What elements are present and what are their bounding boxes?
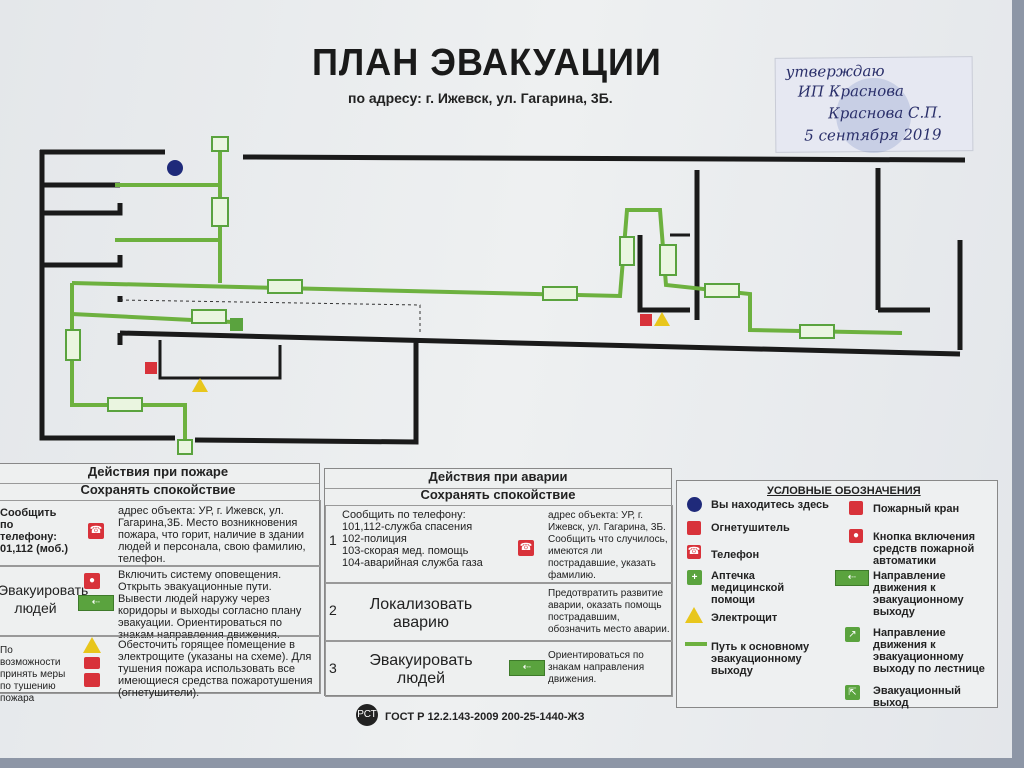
legend-label: Направление движения к эвакуационному вы… (873, 627, 985, 675)
alarm-button-icon: ● (84, 573, 100, 589)
evacuation-path-icon (685, 642, 707, 646)
phone-icon: ☎ (687, 545, 701, 559)
fire-row: Эвакуировать людей ● ⇠ Включить систему … (0, 566, 321, 641)
extinguisher-icon (687, 521, 701, 535)
row-number: 1 (329, 532, 337, 548)
exit-direction-icon (799, 324, 835, 339)
exit-direction-icon (542, 286, 578, 301)
emergency-exit-icon: ⇱ (845, 685, 860, 700)
legend-label: Кнопка включения средств пожарной автома… (873, 531, 976, 567)
row-number: 3 (329, 660, 337, 676)
fire-hydrant-icon (84, 673, 100, 687)
exit-direction-icon (211, 197, 229, 227)
legend-label: Эвакуационный выход (873, 685, 961, 709)
legend-label: Путь к основному эвакуационному выходу (711, 641, 810, 677)
legend-label: Телефон (711, 549, 760, 561)
fire-subheader: Сохранять спокойствие (0, 483, 319, 496)
stairs-exit-icon: ↗ (845, 627, 860, 642)
accident-actions-table: Действия при аварии Сохранять спокойстви… (324, 468, 673, 697)
emergency-exit-icon (211, 136, 229, 152)
exit-direction-icon (704, 283, 740, 298)
plan-title: ПЛАН ЭВАКУАЦИИ (312, 42, 662, 84)
electrical-panel-icon (192, 378, 208, 392)
accident-action: Сообщить по телефону: 101,112-служба спа… (342, 509, 483, 569)
electrical-panel-icon (685, 607, 703, 623)
fire-instruction: Включить систему оповещения. Открыть эва… (118, 569, 302, 641)
accident-subheader: Сохранять спокойствие (325, 488, 671, 501)
accident-row: 1 Сообщить по телефону: 101,112-служба с… (325, 505, 673, 583)
legend-label: Огнетушитель (711, 522, 790, 534)
emergency-exit-icon (177, 439, 193, 455)
exit-direction-icon: ⇠ (509, 660, 545, 676)
exit-direction-icon (107, 397, 143, 412)
accident-action: Эвакуировать людей (369, 652, 473, 687)
electrical-panel-icon (83, 637, 101, 653)
legend-label: Вы находитесь здесь (711, 499, 829, 511)
accident-instruction: Предотвратить развитие аварии, оказать п… (548, 588, 670, 635)
phone-icon: ☎ (518, 540, 534, 556)
exit-direction-icon (267, 279, 303, 294)
fire-action: По возможности принять меры по тушению п… (0, 645, 66, 704)
floor-plan (39, 136, 966, 455)
gost-standard: ГОСТ Р 12.2.143-2009 200-25-1440-ЖЗ (385, 711, 585, 723)
legend: УСЛОВНЫЕ ОБОЗНАЧЕНИЯ Вы находитесь здесь… (676, 480, 998, 709)
fire-row: Сообщить по телефону: 01,112 (моб.) ☎ ад… (0, 500, 321, 566)
legend-title: УСЛОВНЫЕ ОБОЗНАЧЕНИЯ (767, 485, 921, 497)
accident-instruction: Ориентироваться по знакам направления дв… (548, 650, 645, 685)
exit-direction-icon (619, 236, 635, 266)
plan-address: по адресу: г. Ижевск, ул. Гагарина, 3Б. (348, 90, 613, 106)
row-number: 2 (329, 602, 337, 618)
fire-hydrant-icon (849, 501, 863, 515)
legend-label: Аптечка медицинской помощи (711, 570, 785, 606)
first-aid-icon: + (687, 570, 702, 585)
legend-label: Электрощит (711, 612, 778, 624)
exit-direction-icon (65, 329, 81, 361)
accident-row: 3 Эвакуировать людей ⇠ Ориентироваться п… (325, 641, 673, 697)
electrical-panel-icon (654, 312, 670, 326)
accident-row: 2 Локализовать аварию Предотвратить разв… (325, 583, 673, 641)
exit-direction-icon (191, 309, 227, 324)
fire-header: Действия при пожаре (87, 464, 229, 479)
legend-label: Пожарный кран (873, 503, 960, 515)
fire-action: Эвакуировать людей (0, 582, 89, 616)
accident-action: Локализовать аварию (369, 596, 473, 631)
you-are-here-icon (167, 160, 183, 176)
rst-certification-logo: РСТ (356, 704, 378, 726)
fire-action: Сообщить по телефону: 01,112 (моб.) (0, 507, 68, 555)
first-aid-icon (230, 318, 243, 331)
extinguisher-icon (145, 362, 157, 374)
legend-label: Направление движения к эвакуационному вы… (873, 570, 964, 618)
evacuation-path (70, 142, 903, 442)
walls (39, 149, 966, 445)
you-are-here-icon (687, 497, 702, 512)
alarm-button-icon: ● (849, 529, 863, 543)
exit-signs (65, 136, 835, 455)
accident-instruction: адрес объекта: УР, г. Ижевск, ул. Гагари… (548, 510, 668, 581)
phone-icon: ☎ (88, 523, 104, 539)
fire-actions-table: Действия при пожаре Сохранять спокойстви… (0, 463, 321, 704)
fire-instruction: Обесточить горящее помещение в электрощи… (118, 639, 313, 699)
fire-row: По возможности принять меры по тушению п… (0, 636, 321, 704)
extinguisher-icon (84, 657, 100, 669)
exit-direction-icon: ⇠ (835, 570, 869, 586)
fire-instruction: адрес объекта: УР, г. Ижевск, ул. Гагари… (118, 505, 306, 565)
extinguisher-icon (640, 314, 652, 326)
exit-direction-icon: ⇠ (78, 595, 114, 611)
exit-direction-icon (659, 244, 677, 276)
dashed-boundary (119, 299, 421, 335)
accident-header: Действия при аварии (428, 469, 568, 484)
